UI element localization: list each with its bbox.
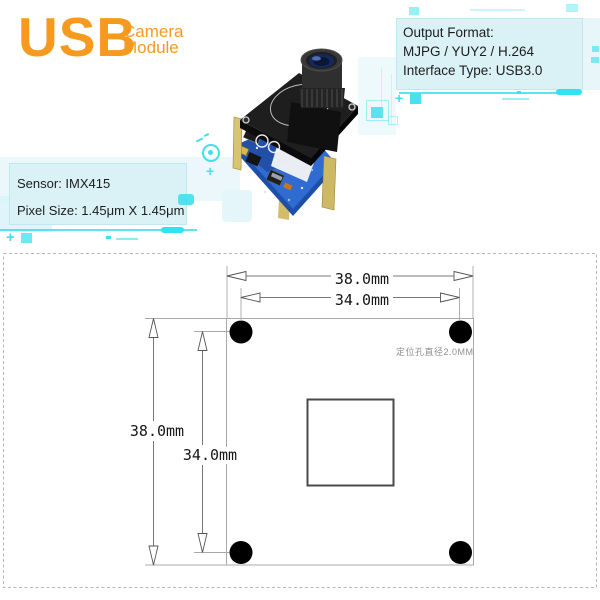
- logo-subtitle: Camera Module: [123, 22, 184, 57]
- cyan-wash: [358, 57, 396, 135]
- lens: [287, 48, 345, 152]
- mounting-holes: [229, 320, 472, 564]
- cyan-wash: [222, 190, 252, 222]
- circuit-square-outline: [388, 116, 398, 125]
- dim-label-left-outer: 38.0mm: [126, 423, 188, 440]
- white-flex-cable: [271, 146, 315, 182]
- interface-type-label: Interface Type: USB3.0: [403, 63, 543, 78]
- circuit-dot: [106, 236, 111, 239]
- dim-label-top-outer: 38.0mm: [331, 271, 393, 288]
- hole-diameter-note: 定位孔直径2.0MM: [396, 347, 474, 357]
- screw: [242, 116, 250, 124]
- circuit-blob: [178, 194, 194, 205]
- dim-label-top-inner: 34.0mm: [331, 292, 393, 309]
- mounting-hole: [449, 320, 472, 344]
- circuit-vline: [381, 68, 382, 114]
- circuit-vline: [391, 74, 392, 126]
- output-format-label: Output Format:: [403, 25, 494, 40]
- output-format-values: MJPG / YUY2 / H.264: [403, 44, 535, 59]
- extension-lines: [145, 266, 474, 566]
- circuit-square-outline: [366, 100, 389, 121]
- product-photo: [232, 48, 358, 220]
- plus-icon: +: [6, 229, 15, 246]
- camera-lens-icon-dot: [208, 150, 213, 155]
- plus-icon: +: [206, 163, 215, 179]
- mounting-hole: [229, 320, 253, 344]
- circuit-dash: [502, 98, 529, 100]
- circuit-square: [21, 233, 32, 243]
- circuit-square: [566, 4, 578, 12]
- mounting-hole: [449, 541, 472, 564]
- pixel-size-label: Pixel Size: 1.45μm X 1.45μm: [17, 203, 185, 218]
- circuit-dot: [517, 91, 521, 94]
- diagram-dashed-border: [3, 253, 597, 588]
- plus-icon: +: [395, 90, 404, 106]
- circuit-blob: [556, 89, 582, 95]
- standoff: [232, 116, 243, 171]
- sensor-window: [306, 398, 395, 487]
- camera-lens-icon: [202, 144, 220, 162]
- usb-logo: USB: [18, 6, 138, 68]
- circuit-line: [399, 92, 581, 94]
- circuit-dash: [116, 238, 138, 240]
- dim-label-left-inner: 34.0mm: [179, 447, 241, 464]
- circuit-square: [410, 93, 421, 104]
- standoff: [321, 155, 337, 211]
- cyan-wash: [583, 18, 600, 90]
- circuit-blob: [161, 227, 184, 233]
- circuit-line: [0, 229, 197, 231]
- logo-subtitle-line2: Module: [123, 38, 179, 57]
- logo-subtitle-line1: Camera: [123, 22, 184, 41]
- circuit-square: [591, 57, 599, 63]
- screw: [348, 103, 356, 111]
- circuit-dash: [470, 9, 525, 11]
- circuit-square: [592, 46, 599, 52]
- mounting-hole: [229, 541, 253, 564]
- circuit-square: [409, 7, 419, 15]
- sensor-label: Sensor: IMX415: [17, 176, 111, 191]
- circuit-square: [371, 107, 383, 118]
- sensor-spec-box: Sensor: IMX415 Pixel Size: 1.45μm X 1.45…: [9, 163, 187, 225]
- output-format-box: Output Format: MJPG / YUY2 / H.264 Inter…: [396, 18, 583, 90]
- dimension-arrows: [148, 270, 474, 566]
